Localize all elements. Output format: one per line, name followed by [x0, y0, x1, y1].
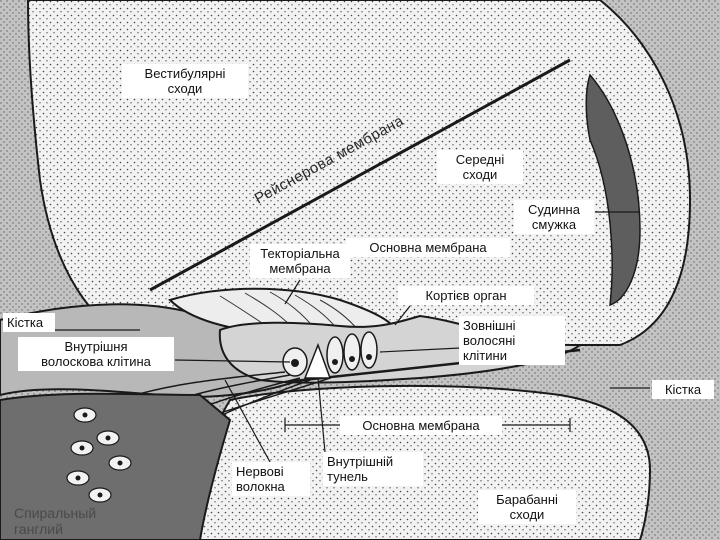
label-bone-left: Кістка	[3, 313, 55, 332]
outer-hair-cell-nuclei	[332, 354, 372, 365]
label-tectorial-membrane: Текторіальна мембрана	[250, 244, 350, 278]
label-basilar-membrane-top: Основна мембрана	[346, 238, 510, 257]
stria-vascularis	[585, 73, 641, 307]
vestibular-duct	[26, 0, 692, 346]
label-inner-hair-cell: Внутрішня волоскова клітина	[18, 337, 174, 371]
label-nerve-fibers: Нервові волокна	[232, 462, 310, 496]
outer-hair-cells	[326, 331, 378, 374]
ganglion-cell-nuclei	[75, 412, 123, 498]
label-middle-duct: Середні сходи	[437, 150, 523, 184]
label-bone-right: Кістка	[652, 380, 714, 399]
inner-tunnel	[303, 342, 332, 379]
label-spiral-ganglion: Спиральный ганглий	[14, 505, 97, 537]
label-vestibular-duct: Вестибулярні сходи	[122, 64, 248, 98]
label-organ-of-corti: Кортієв орган	[398, 286, 534, 305]
inner-hair-cell-nucleus	[291, 359, 299, 367]
leader-lines	[55, 211, 650, 463]
label-stria-vascularis: Судинна смужка	[514, 200, 594, 234]
label-tympanic-duct: Барабанні сходи	[478, 490, 576, 524]
reissner-membrane-line	[149, 58, 571, 292]
label-basilar-membrane-bottom: Основна мембрана	[340, 416, 502, 435]
label-outer-hair-cells: Зовнішні волосяні клітини	[459, 316, 565, 365]
label-inner-tunnel: Внутрішній тунель	[323, 452, 423, 486]
